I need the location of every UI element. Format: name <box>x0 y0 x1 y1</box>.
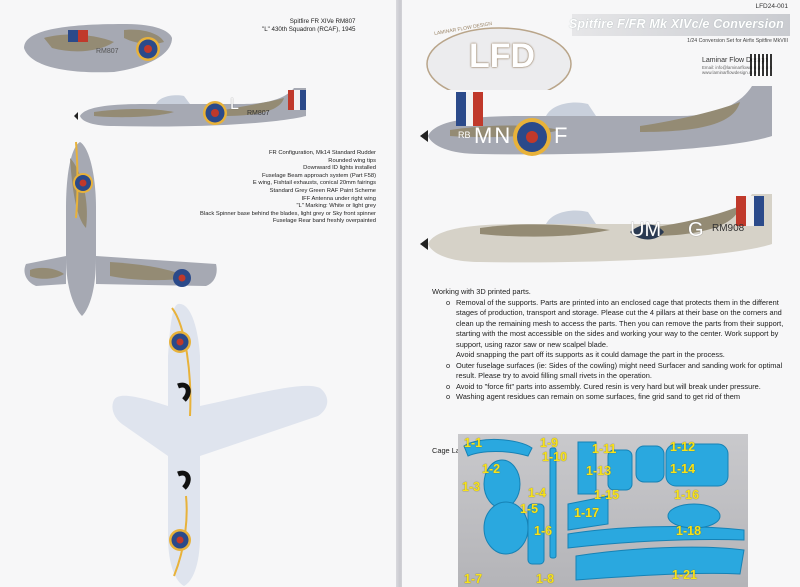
cage-label: 1-10 <box>542 450 568 464</box>
instructions: Working with 3D printed parts. o Removal… <box>432 287 790 403</box>
left-page: RM807 Spitfire FR XIVe RM807 "L" 430th S… <box>0 0 398 587</box>
cage-layout-photo: 1-1 1-2 1-3 1-4 1-5 1-6 1-7 1-8 1-9 1-10… <box>458 434 748 587</box>
resin-parts <box>463 438 745 581</box>
book-gutter <box>396 0 404 587</box>
cage-label: 1-16 <box>674 488 700 502</box>
instruction-text: Avoid to "force fit" parts into assembly… <box>456 381 761 391</box>
profile-umg-letter: G <box>688 219 704 241</box>
spitfire-side-view <box>74 88 306 127</box>
instruction-note: Avoid snapping the part off its supports… <box>456 350 725 359</box>
spec-line: E wing, Fishtail exhausts, conical 20mm … <box>252 180 376 187</box>
spec-line: FR Configuration, Mk14 Standard Rudder <box>269 150 376 156</box>
profile-umg-code: UM <box>630 219 662 241</box>
profile-mnf-letter: F <box>554 123 568 148</box>
title-banner: Spitfire F/FR Mk XIVc/e Conversion <box>568 14 790 36</box>
spec-line: Downward ID lights installed <box>303 165 376 172</box>
qr-code <box>750 54 772 76</box>
spec-line: Fuselage Beam approach system (Part F58) <box>261 172 376 179</box>
cage-label: 1-2 <box>482 462 501 476</box>
spec-line: IFF Antenna under right wing <box>301 195 376 202</box>
page-title: Spitfire F/FR Mk XIVc/e Conversion <box>568 17 784 31</box>
profile-mnf-code: MN <box>474 123 513 148</box>
cage-label: 1-9 <box>540 436 559 450</box>
spec-line: Fuselage Rear band freshly overpainted <box>272 218 376 225</box>
instruction-item: o Avoid to "force fit" parts into assemb… <box>440 382 790 393</box>
brand-name: Laminar Flow Design <box>702 57 768 64</box>
upper-plan-roundel-right <box>173 269 191 287</box>
spitfire-profile-umg <box>420 194 772 263</box>
instruction-item: o Outer fuselage surfaces (ie: Sides of … <box>440 361 790 382</box>
cage-label: 1-8 <box>536 572 555 586</box>
cage-label: 1-3 <box>462 480 481 494</box>
instruction-text: Removal of the supports. Parts are print… <box>456 297 784 349</box>
spec-line: Standard Grey Green RAF Paint Scheme <box>269 187 376 194</box>
spitfire-underside-view <box>112 303 328 586</box>
top-view-roundel <box>136 37 160 61</box>
cage-label: 1-18 <box>676 524 702 538</box>
spec-line: Black Spinner base behind the blades, li… <box>200 210 376 217</box>
lfd-logo <box>426 27 572 90</box>
cage-label: 1-4 <box>528 486 547 500</box>
cage-label: 1-17 <box>574 506 600 520</box>
cage-label: 1-5 <box>520 502 539 516</box>
spitfire-upper-plan-view <box>24 141 217 316</box>
underside-roundel-top <box>169 331 191 353</box>
caption-line-1: Spitfire FR XIVe RM807 <box>289 18 356 25</box>
side-view-roundel <box>203 101 227 125</box>
cage-label: 1-14 <box>670 462 696 476</box>
cage-label: 1-1 <box>464 436 483 450</box>
cage-label: 1-21 <box>672 568 698 582</box>
spec-line: Rounded wing tips <box>328 157 376 164</box>
configuration-notes: FR Configuration, Mk14 Standard Rudder R… <box>200 150 376 226</box>
bullet: o <box>446 360 451 370</box>
profile-umg-serial: RM908 <box>712 223 745 234</box>
instructions-heading: Working with 3D printed parts. <box>432 287 531 296</box>
lfd-logo-text: LFD <box>469 37 536 75</box>
instruction-item: o Washing agent residues can remain on s… <box>440 392 790 403</box>
caption-line-2: "L" 430th Squadron (RCAF), 1945 <box>262 25 356 33</box>
cage-label: 1-6 <box>534 524 553 538</box>
subtitle: 1/24 Conversion Set for Airfix Spitfire … <box>687 38 788 44</box>
cage-label: 1-13 <box>586 464 612 478</box>
side-view-serial: RM807 <box>247 110 270 117</box>
profile-mnf-prefix: RB <box>458 130 471 140</box>
cage-label: 1-12 <box>670 440 696 454</box>
instruction-text: Outer fuselage surfaces (ie: Sides of th… <box>456 360 783 381</box>
top-view-serial: RM807 <box>96 48 119 55</box>
right-page: LFD24-001 LFD LAMINAR FLOW DESIGN Spitfi… <box>402 0 800 587</box>
upper-plan-roundel-top <box>73 173 93 193</box>
cage-layout-heading: Cage Layout. <box>432 446 476 455</box>
side-view-letter: L <box>230 96 239 113</box>
bullet: o <box>446 297 451 307</box>
profile-mnf-roundel <box>513 118 551 156</box>
spec-line: "L" Marking: White or light grey <box>296 203 376 210</box>
cage-label: 1-15 <box>594 488 620 502</box>
brand-email: Email: info@laminarflowdesign.com <box>702 65 772 70</box>
cage-label: 1-11 <box>592 442 617 456</box>
cage-label: 1-7 <box>464 572 483 586</box>
brand-website: www.laminarflowdesign.com <box>702 70 758 75</box>
bullet: o <box>446 392 451 401</box>
document-id: LFD24-001 <box>755 3 788 10</box>
instruction-item: o Removal of the supports. Parts are pri… <box>440 298 790 351</box>
underside-roundel-bottom <box>169 529 191 551</box>
bullet: o <box>446 381 451 391</box>
instruction-text: Washing agent residues can remain on som… <box>456 392 741 401</box>
aircraft-caption: Spitfire FR XIVe RM807 "L" 430th Squadro… <box>262 18 355 33</box>
